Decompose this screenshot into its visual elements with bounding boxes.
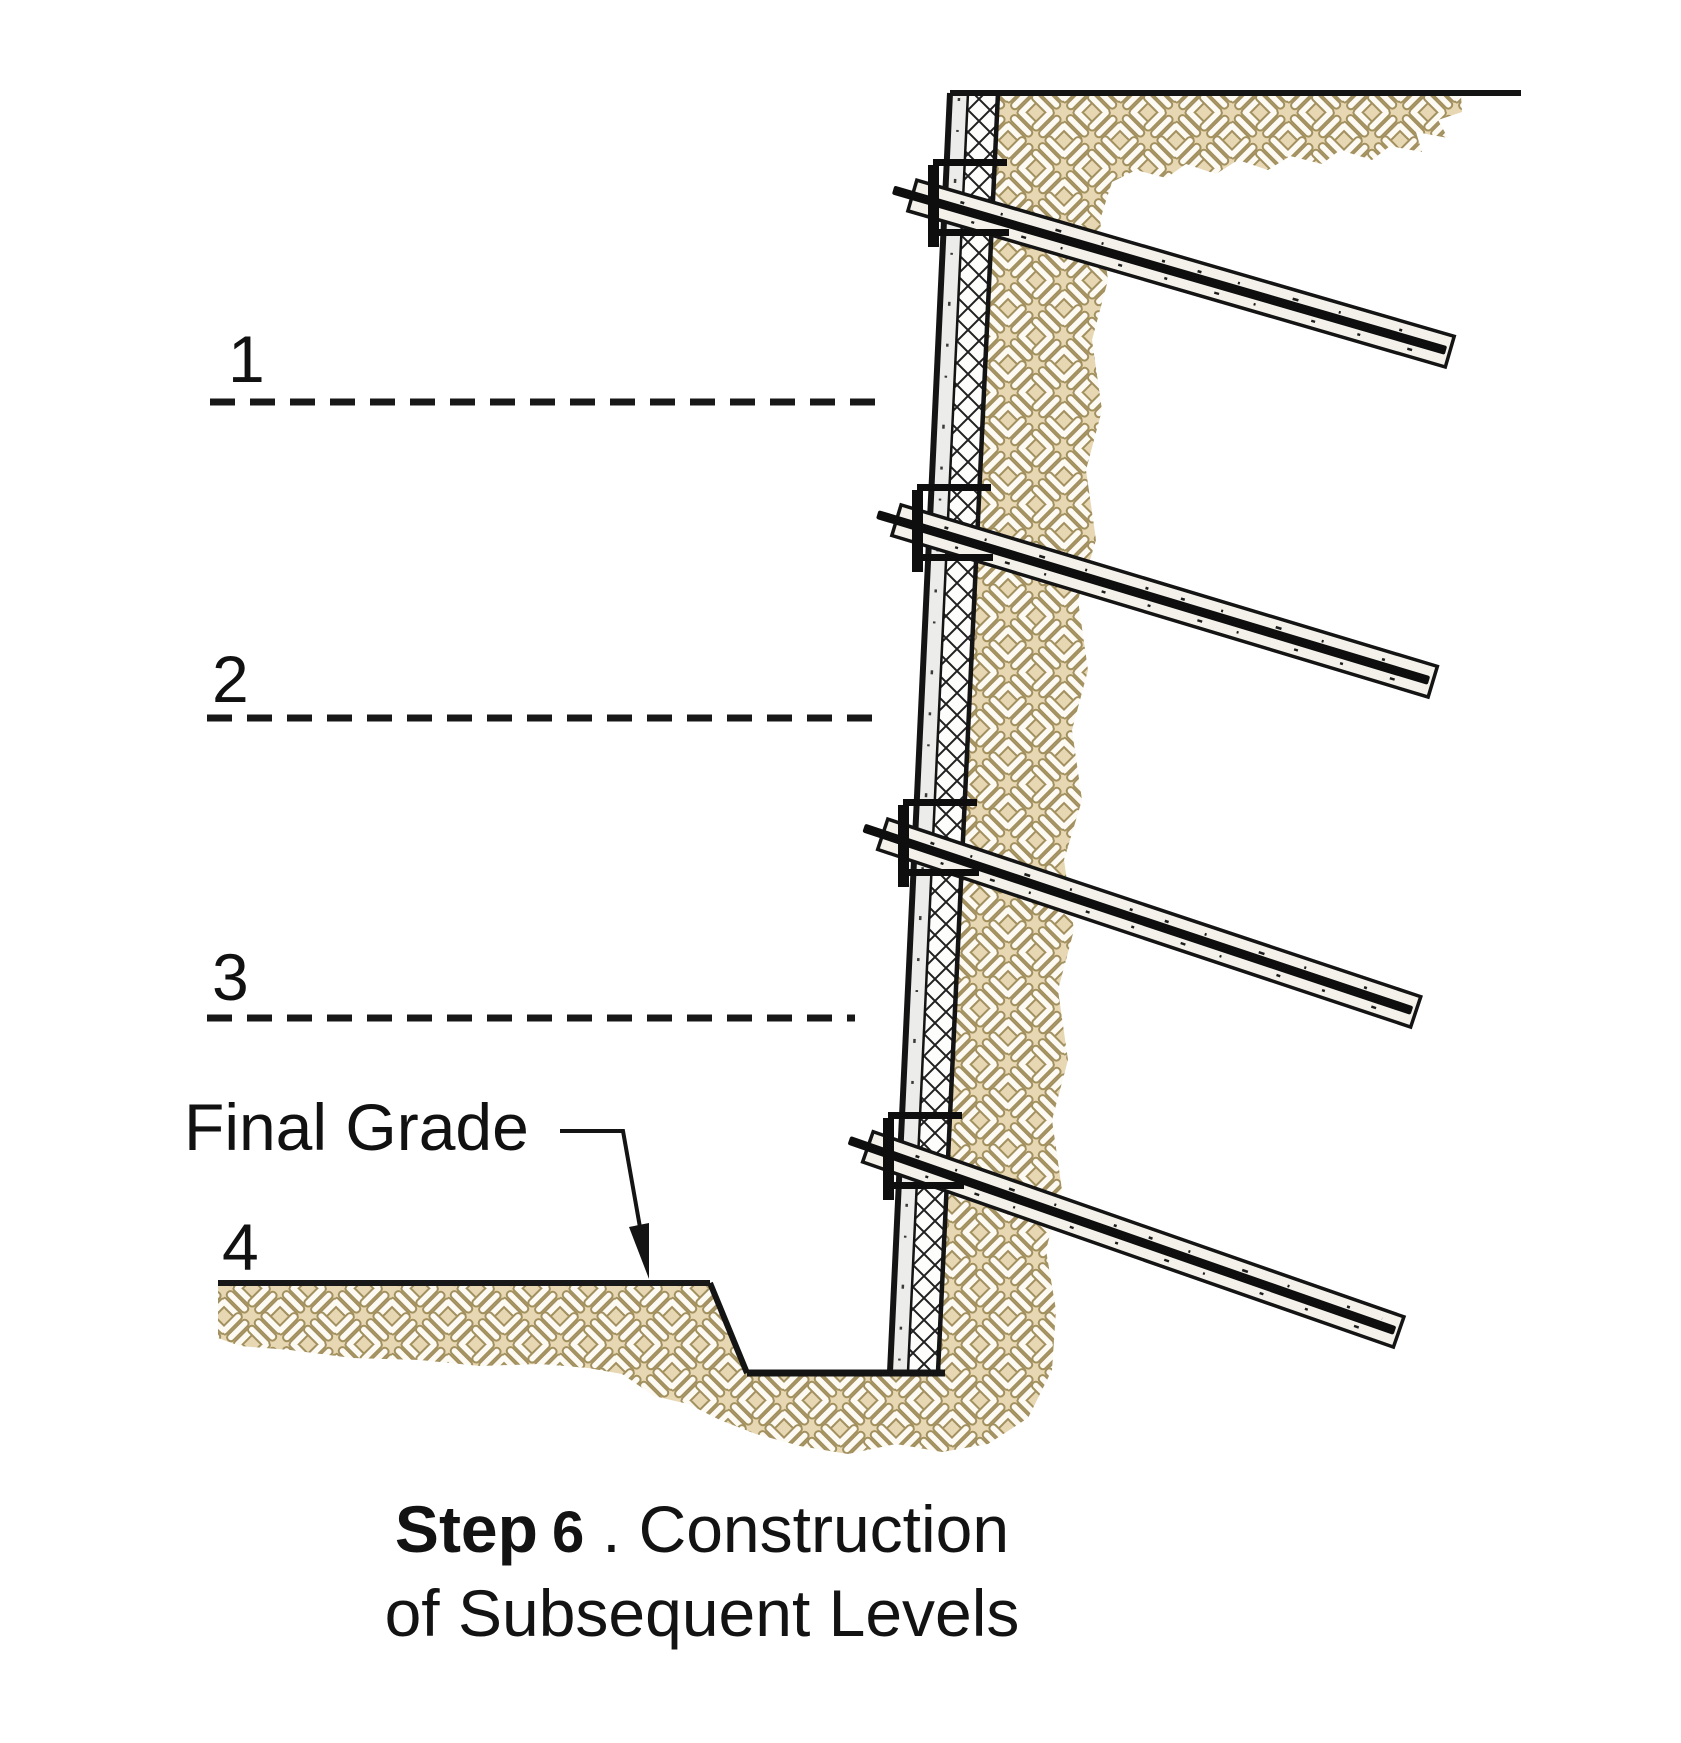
soil-nail-3 xyxy=(862,799,1423,1030)
caption-line-2: of Subsequent Levels xyxy=(385,1576,1020,1650)
nail-axis-group xyxy=(862,816,1423,1030)
bearing-plate xyxy=(883,1118,894,1200)
caption-step-number: 6 xyxy=(552,1500,584,1565)
caption-title-word: Construction xyxy=(639,1492,1010,1566)
shotcrete-facing xyxy=(890,93,968,1372)
nail-tendon-bar xyxy=(848,1136,1396,1335)
lift-joint-bar-lower xyxy=(901,869,979,876)
level-marker-2: 2 xyxy=(207,642,880,722)
caption-step-word: Step xyxy=(395,1492,538,1566)
final-grade-arrowhead xyxy=(629,1223,649,1279)
level-marker-3: 3 xyxy=(207,940,855,1022)
soil-nail-2 xyxy=(876,484,1440,700)
soil-nail-4 xyxy=(848,1112,1407,1350)
level-number-label: 2 xyxy=(212,642,249,716)
nail-tendon-bar xyxy=(892,186,1447,355)
soil-nail-1 xyxy=(892,159,1457,370)
lift-joint-bar-lower xyxy=(931,229,1009,236)
bearing-plate xyxy=(928,165,939,247)
level-number-label: 3 xyxy=(212,940,249,1014)
level-number-label: 4 xyxy=(222,1210,259,1284)
lift-joint-bar-lower xyxy=(915,554,993,561)
grout-speckles-upper xyxy=(915,1154,1383,1320)
nail-tendon-bar xyxy=(876,510,1430,685)
grout-speckles-lower xyxy=(970,220,1437,359)
nail-axis-group xyxy=(876,502,1440,700)
level-number-label: 1 xyxy=(228,322,265,396)
grout-speckles-lower xyxy=(940,861,1402,1018)
grout-speckles-lower xyxy=(954,546,1420,689)
excavation-step-line xyxy=(707,1281,750,1375)
lift-joint-bar-upper xyxy=(888,1112,962,1119)
lift-joint-bar-lower xyxy=(886,1182,964,1189)
caption-period: . xyxy=(602,1492,620,1566)
soil-nails xyxy=(848,159,1457,1350)
level-marker-4: 4 xyxy=(218,1210,710,1286)
nail-tendon-bar xyxy=(862,824,1413,1015)
bearing-plate xyxy=(912,490,923,572)
bearing-plate xyxy=(898,805,909,887)
lift-joint-bar-upper xyxy=(917,484,991,491)
final-grade-label: Final Grade xyxy=(184,1090,529,1164)
drainage-mesh-layer xyxy=(908,93,998,1372)
level-markers: 1 2 3 4 xyxy=(207,322,890,1286)
nail-axis-group xyxy=(848,1129,1407,1350)
soil-mass xyxy=(218,95,1462,1454)
final-grade-leader-line xyxy=(560,1129,646,1251)
lift-joint-bar-upper xyxy=(933,159,1007,166)
lift-joint-bar-upper xyxy=(903,799,977,806)
nail-axis-group xyxy=(892,177,1457,370)
level-marker-1: 1 xyxy=(210,322,890,406)
